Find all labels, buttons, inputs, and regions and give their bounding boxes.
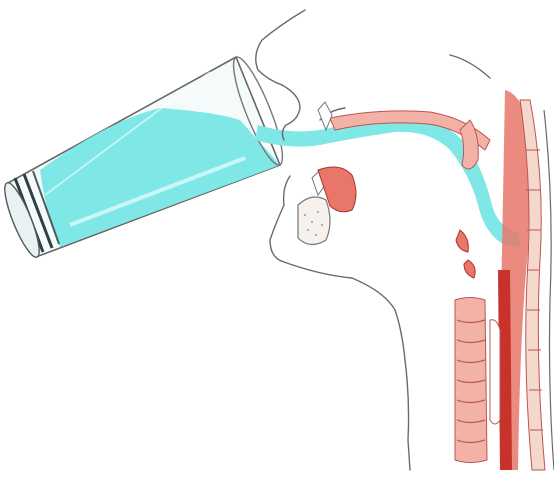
glass-liquid bbox=[40, 108, 280, 247]
drinking-glass-icon bbox=[0, 53, 291, 261]
oral-cavity-icon bbox=[298, 102, 490, 245]
